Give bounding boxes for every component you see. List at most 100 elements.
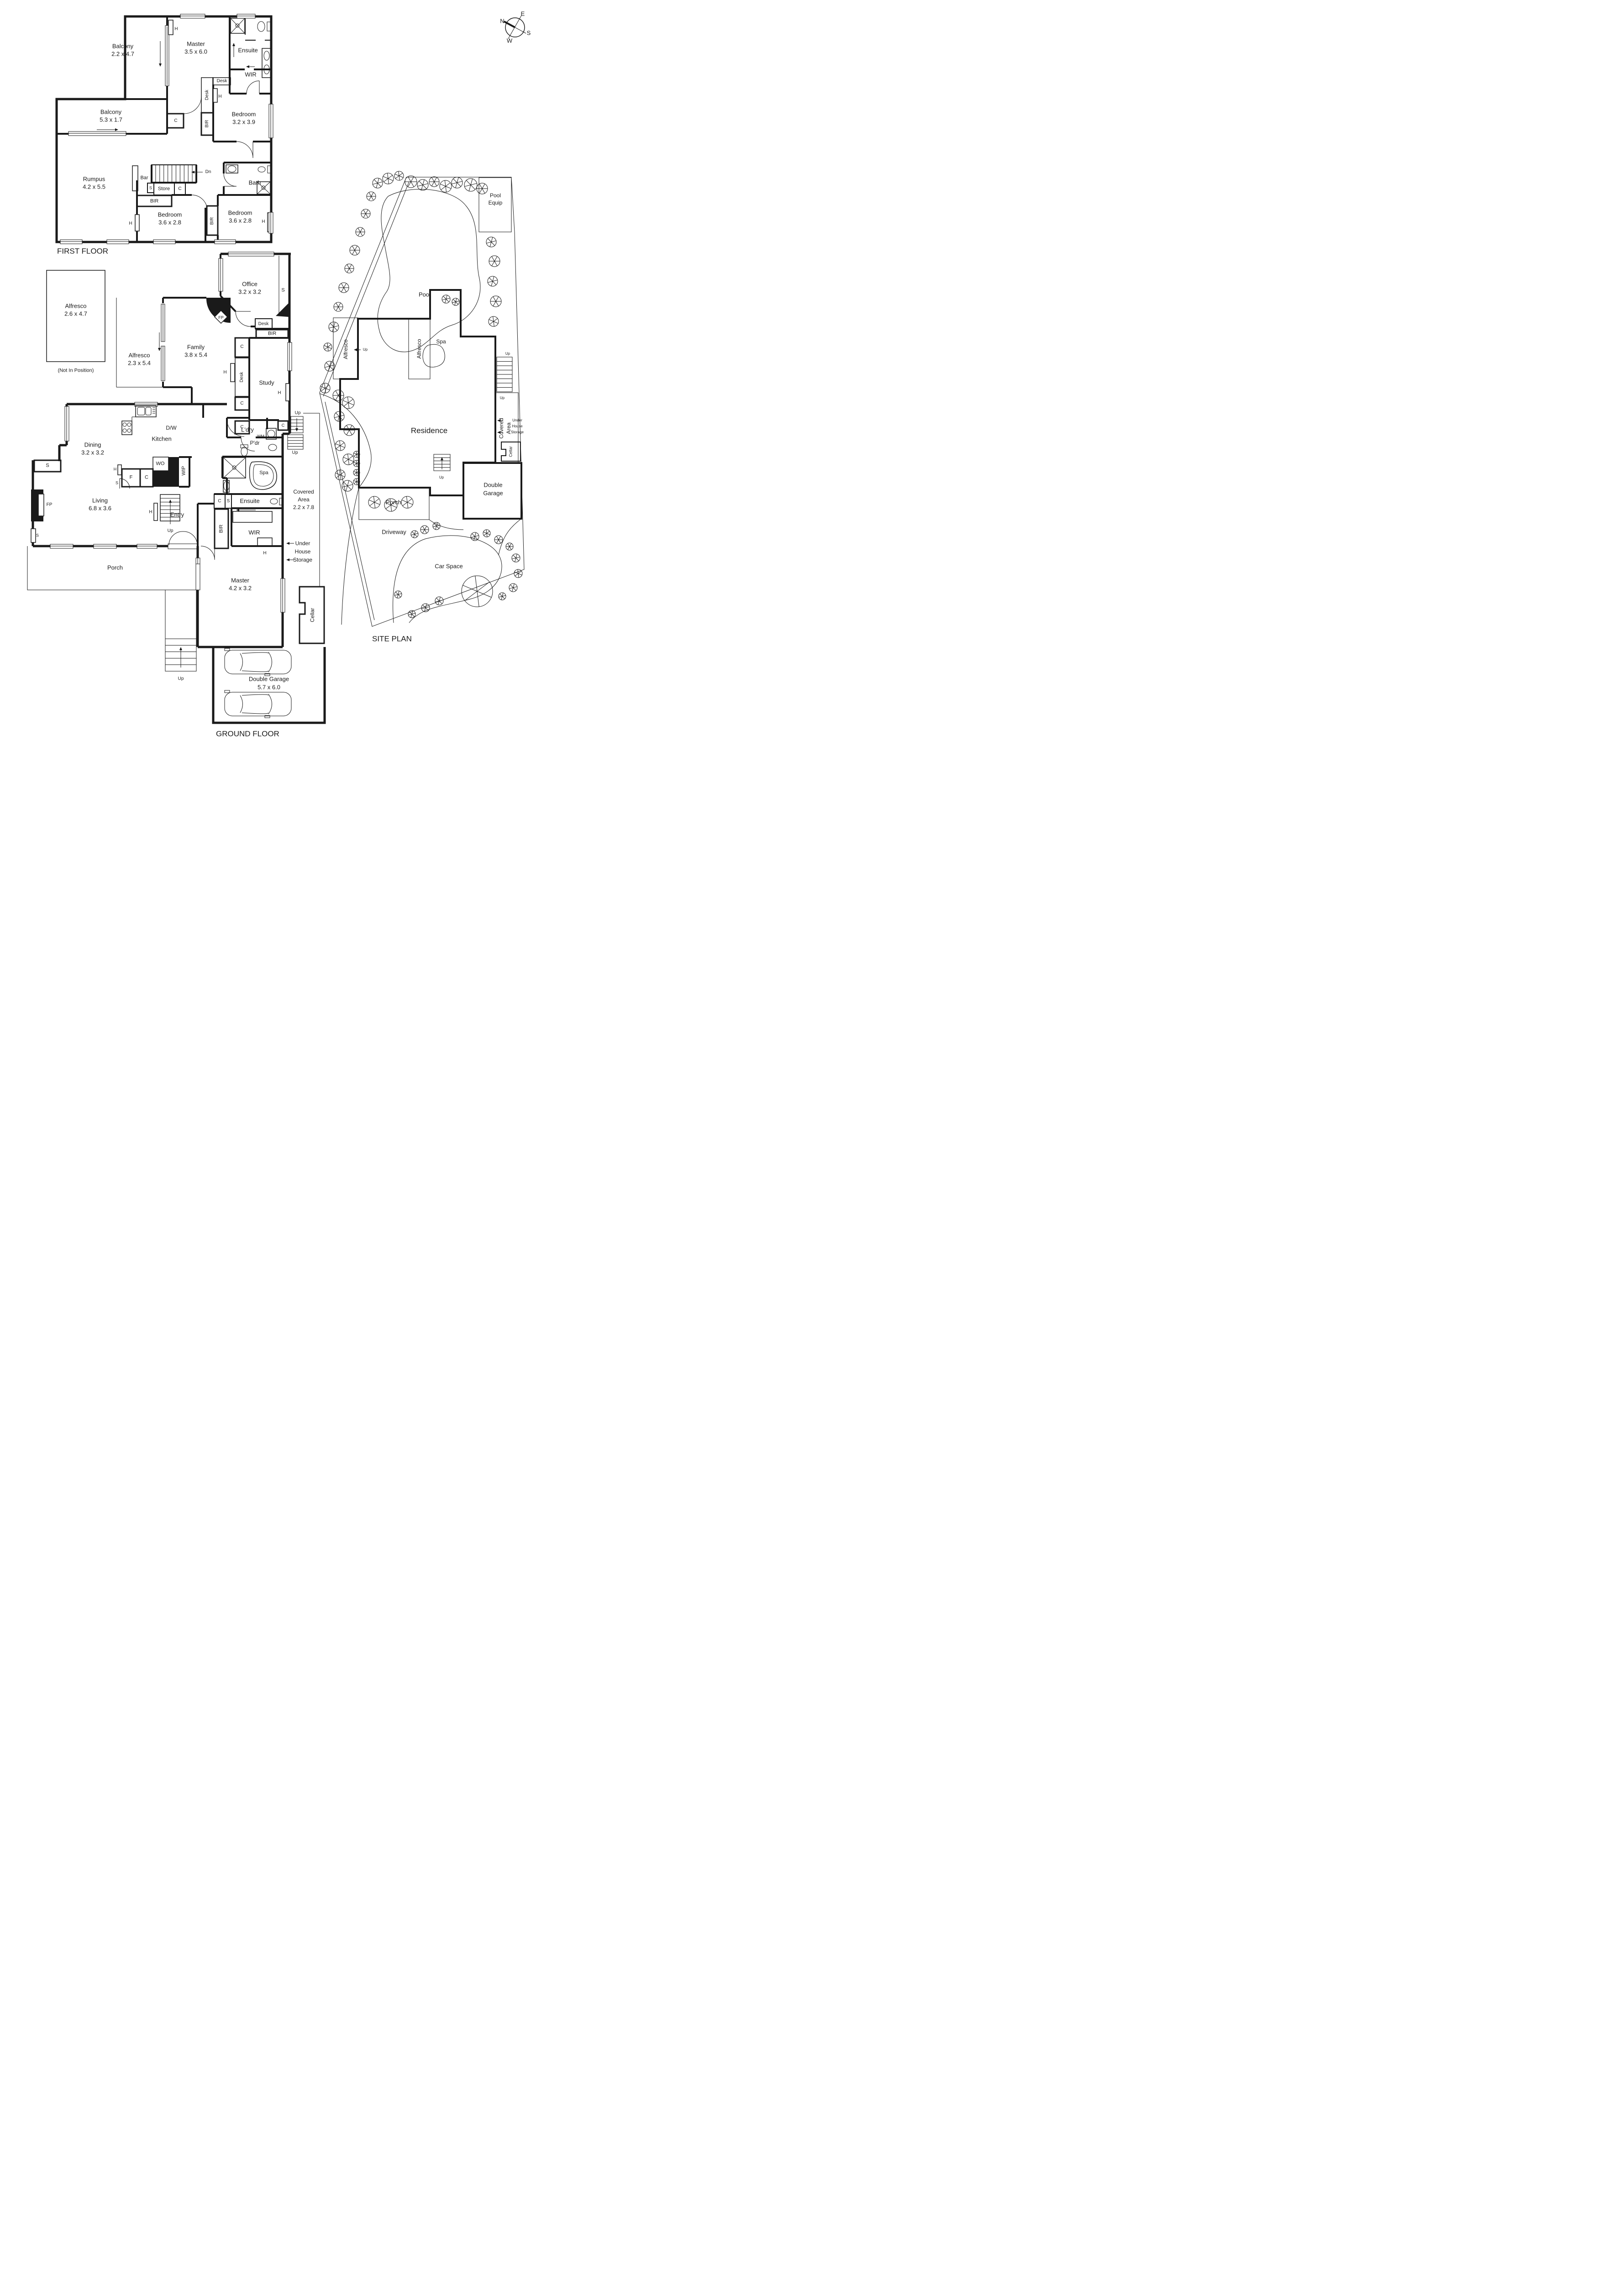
ff-bedroom2-name: Bedroom bbox=[158, 211, 182, 218]
gf-h-wir: H bbox=[263, 551, 267, 556]
gf-pdr: P'dr bbox=[250, 440, 260, 446]
ff-bedroom1-name: Bedroom bbox=[231, 110, 256, 118]
sp-alfresco-2: Alfresco bbox=[416, 339, 422, 359]
compass-s: S bbox=[526, 29, 531, 37]
gf-h-stairs: H bbox=[149, 510, 152, 515]
gf-alfresco2-dim: 2.3 x 5.4 bbox=[128, 359, 151, 367]
gf-garage-dim: 5.7 x 6.0 bbox=[258, 684, 280, 691]
gf-spa: Spa bbox=[259, 470, 268, 476]
gf-ldry: L'dry bbox=[241, 426, 254, 433]
gf-master-dim: 4.2 x 3.2 bbox=[229, 584, 252, 592]
gf-family-dim: 3.8 x 5.4 bbox=[184, 351, 207, 358]
ff-h-master: H bbox=[174, 26, 178, 32]
gf-family-name: Family bbox=[187, 343, 205, 351]
first-floor-windows bbox=[60, 14, 273, 244]
gf-h-fridge: H bbox=[113, 467, 117, 472]
gf-s-fridge: S bbox=[115, 480, 119, 485]
ff-master-dim: 3.5 x 6.0 bbox=[184, 48, 207, 55]
sp-up-alfresco: Up bbox=[363, 347, 368, 352]
gf-alfresco1-dim: 2.6 x 4.7 bbox=[64, 310, 87, 317]
sp-cellar: Cellar bbox=[508, 446, 513, 457]
ff-rumpus-name: Rumpus bbox=[83, 175, 105, 183]
gf-not-in-position: (Not In Position) bbox=[58, 368, 94, 373]
gf-c-6: C bbox=[218, 499, 221, 504]
gf-ensuite: Ensuite bbox=[240, 497, 260, 505]
gf-cellar: Cellar bbox=[309, 608, 315, 622]
ff-bir-3: BIR bbox=[210, 217, 215, 225]
compass-w: W bbox=[506, 37, 513, 44]
sp-pool: Pool bbox=[418, 291, 431, 298]
ff-ensuite: Ensuite bbox=[238, 47, 258, 54]
gf-desk-office: Desk bbox=[258, 321, 269, 326]
ff-balcony2-name: Balcony bbox=[100, 108, 122, 116]
ff-dn: Dn bbox=[205, 169, 211, 174]
sp-garage-1: Double bbox=[484, 481, 503, 489]
ff-rumpus-dim: 4.2 x 5.5 bbox=[83, 183, 105, 190]
gf-desk-study: Desk bbox=[239, 372, 244, 383]
ff-h-bed3: H bbox=[262, 219, 265, 224]
gf-up-main: Up bbox=[167, 528, 173, 533]
ground-floor-plan bbox=[27, 252, 326, 724]
ff-bedroom1-dim: 3.2 x 3.9 bbox=[232, 118, 255, 126]
gf-covered-3: 2.2 x 7.8 bbox=[293, 504, 315, 510]
ff-c-hall: C bbox=[174, 118, 178, 123]
gf-living-dim: 6.8 x 3.6 bbox=[89, 505, 111, 512]
ff-bath: Bath bbox=[248, 179, 261, 186]
gf-kitchen: Kitchen bbox=[152, 435, 172, 442]
gf-wm: WM bbox=[257, 434, 264, 439]
sp-poolequip-1: Pool bbox=[489, 192, 501, 199]
gf-s-living1: S bbox=[46, 463, 49, 468]
gf-f: F bbox=[129, 474, 133, 480]
gf-uhs-3: Storage bbox=[293, 557, 313, 563]
gf-alfresco1-name: Alfresco bbox=[65, 302, 87, 310]
sp-up-2: Up bbox=[499, 396, 505, 400]
ff-title: FIRST FLOOR bbox=[57, 247, 109, 256]
gf-c-4: C bbox=[281, 423, 285, 428]
ff-bir-2: BIR bbox=[150, 198, 159, 204]
gf-uhs-1: Under bbox=[295, 540, 310, 547]
ff-bedroom3-name: Bedroom bbox=[228, 209, 252, 216]
gf-uhs-2: House bbox=[294, 548, 311, 555]
gf-covered-2: Area bbox=[298, 496, 310, 503]
sp-alfresco-1: Alfresco bbox=[342, 339, 349, 359]
gf-s-office: S bbox=[281, 287, 285, 293]
gf-c-3: C bbox=[240, 425, 244, 430]
gf-dining-name: Dining bbox=[84, 441, 101, 448]
gf-wip: WIP bbox=[181, 466, 187, 476]
gf-entry: Entry bbox=[170, 511, 184, 518]
sp-uhs-3: Storage bbox=[510, 430, 524, 434]
compass-rose bbox=[504, 15, 526, 39]
sp-up-1: Up bbox=[505, 352, 510, 356]
gf-study: Study bbox=[259, 379, 274, 386]
ff-desk-2: Desk bbox=[205, 89, 210, 100]
sp-carspace: Car Space bbox=[435, 563, 463, 570]
sp-garage-2: Garage bbox=[483, 489, 503, 497]
sp-porch: Porch bbox=[386, 499, 401, 506]
gf-bir-entry: BIR bbox=[218, 524, 224, 533]
gf-master-name: Master bbox=[231, 577, 249, 584]
gf-porch: Porch bbox=[107, 564, 123, 571]
ff-bar: Bar bbox=[140, 175, 148, 181]
gf-alfresco2-name: Alfresco bbox=[128, 352, 150, 359]
ff-bir-1: BIR bbox=[205, 120, 210, 128]
ff-c-store: C bbox=[178, 186, 182, 191]
gf-living-name: Living bbox=[92, 497, 108, 504]
ff-store: Store bbox=[158, 186, 170, 192]
sp-title: SITE PLAN bbox=[372, 634, 412, 643]
gf-c-2: C bbox=[240, 401, 244, 406]
ff-wir: WIR bbox=[245, 71, 257, 78]
plan-linework bbox=[27, 14, 526, 724]
gf-up-stair1: Up bbox=[294, 410, 301, 416]
gf-office-dim: 3.2 x 3.2 bbox=[238, 288, 261, 295]
sp-covered-1: Covered bbox=[498, 418, 505, 439]
gf-title: GROUND FLOOR bbox=[216, 729, 279, 738]
gf-office-name: Office bbox=[242, 280, 258, 288]
gf-fp-living: FP bbox=[46, 502, 53, 507]
compass-n: N bbox=[500, 17, 505, 25]
ff-s-bar: S bbox=[149, 185, 152, 190]
gf-up-porch: Up bbox=[178, 676, 184, 681]
sp-uhs-1: Under bbox=[512, 418, 522, 422]
gf-bir-office: BIR bbox=[268, 331, 277, 337]
sp-up-porch: Up bbox=[439, 475, 444, 479]
